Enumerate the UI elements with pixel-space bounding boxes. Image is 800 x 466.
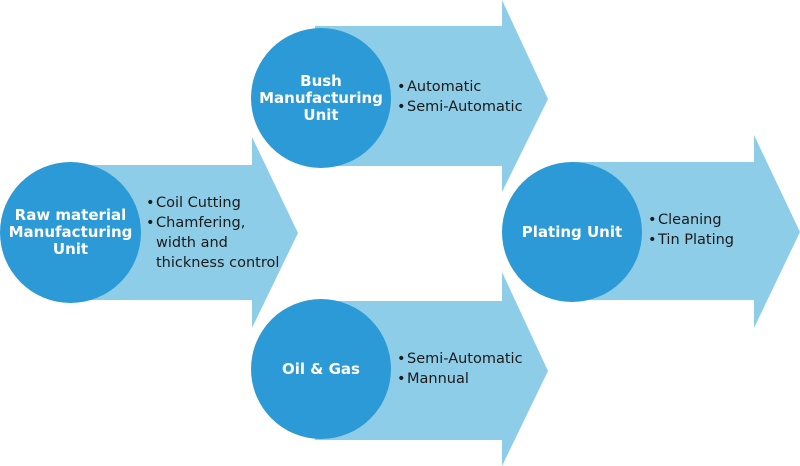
raw-material-list: Coil Cutting Chamfering, width and thick… [146, 193, 281, 273]
list-item: Semi-Automatic [397, 349, 537, 369]
oil-gas-title: Oil & Gas [282, 359, 360, 378]
list-item: Automatic [397, 77, 537, 97]
plating-title: Plating Unit [521, 222, 623, 241]
list-item: Semi-Automatic [397, 97, 537, 117]
raw-material-circle: Raw material Manufacturing Unit [0, 162, 141, 303]
list-item: Coil Cutting [146, 193, 281, 213]
plating-circle: Plating Unit [502, 162, 642, 302]
bush-title: Bush Manufacturing Unit [259, 71, 383, 124]
list-item: Mannual [397, 369, 537, 389]
oil-gas-circle: Oil & Gas [251, 299, 391, 439]
plating-list: Cleaning Tin Plating [648, 210, 768, 250]
bush-list: Automatic Semi-Automatic [397, 77, 537, 117]
bush-circle: Bush Manufacturing Unit [251, 28, 391, 168]
list-item: Tin Plating [648, 230, 768, 250]
raw-material-title: Raw material Manufacturing Unit [8, 206, 133, 258]
list-item: Chamfering, width and thickness control [146, 213, 281, 273]
list-item: Cleaning [648, 210, 768, 230]
oil-gas-list: Semi-Automatic Mannual [397, 349, 537, 389]
